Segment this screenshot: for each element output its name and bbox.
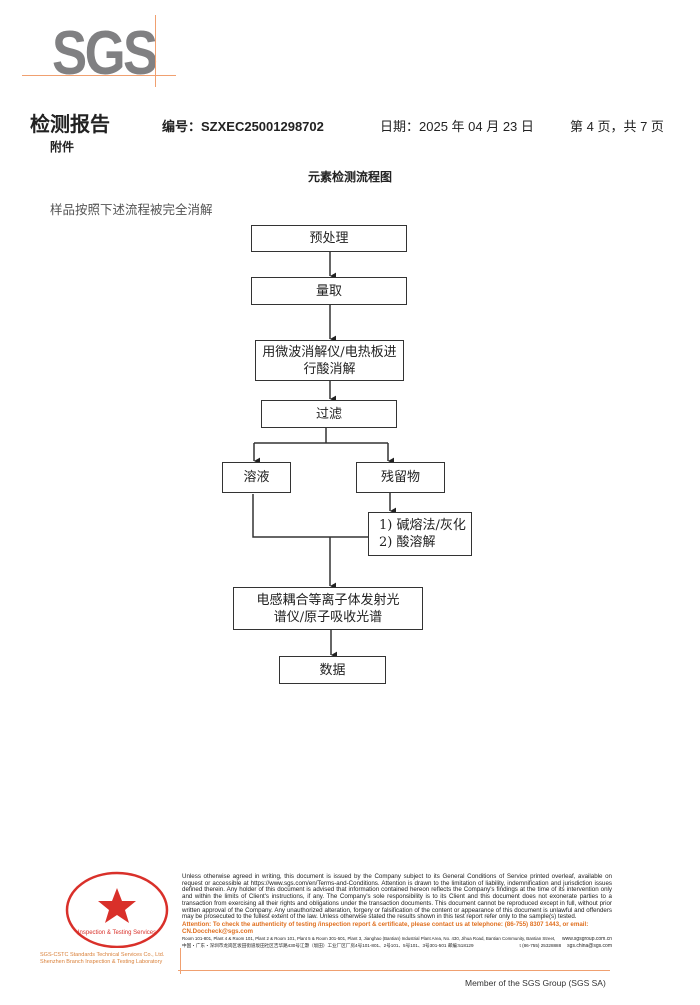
step-label: 过滤: [315, 406, 342, 422]
address-row-cn: 中国・广东・深圳市龙岗区坂田街道坂田社区吉华路430号江灏（坂田）工业厂区厂房4…: [182, 943, 612, 949]
step-filter: 过滤: [261, 400, 397, 428]
step-solution: 溶液: [222, 462, 291, 493]
step-label: 2) 酸溶解: [379, 535, 436, 550]
connector: [252, 494, 368, 538]
page-number: 第 4 页，共 7 页: [570, 119, 664, 134]
attention-notice: Attention: To check the authenticity of …: [182, 920, 589, 935]
company-name-en: SGS-CSTC Standards Technical Services Co…: [40, 952, 178, 966]
report-number: 编号：SZXEC25001298702: [162, 119, 324, 134]
step-icp-analysis: 电感耦合等离子体发射光谱仪/原子吸收光谱: [233, 587, 423, 630]
appendix-label: 附件: [50, 140, 75, 154]
step-label: 预处理: [309, 231, 349, 246]
footer-rule-vertical: [180, 948, 181, 974]
step-data: 数据: [279, 656, 386, 684]
step-digestion: 用微波消解仪/电热板进行酸消解: [255, 340, 404, 381]
report-date: 日期：2025 年 04 月 23 日: [380, 119, 534, 134]
section-title: 元素检测流程图: [307, 170, 392, 184]
sgs-logo: SGS: [52, 19, 158, 88]
phone: t (86-755) 25328888: [519, 943, 562, 949]
step-label: 量取: [315, 283, 342, 299]
step-label: 残留物: [380, 470, 420, 485]
address-row-en: Room 101-801, Plant 4 & Room 101, Plant …: [182, 936, 612, 942]
member-text: Member of the SGS Group (SGS SA): [465, 978, 606, 988]
step-label: 谱仪/原子吸收光谱: [273, 609, 383, 625]
step-label: 溶液: [243, 470, 270, 485]
company-stamp: Inspection & Testing Services: [65, 871, 169, 948]
footer-rule: [178, 970, 610, 971]
legal-disclaimer: Unless otherwise agreed in writing, this…: [182, 873, 612, 921]
address-cn: 中国・广东・深圳市龙岗区坂田街道坂田社区吉华路430号江灏（坂田）工业厂区厂房4…: [182, 943, 474, 949]
company-line: SGS-CSTC Standards Technical Services Co…: [40, 952, 165, 958]
logo-rule-vertical: [155, 15, 156, 87]
website: www.sgsgroup.com.cn: [561, 936, 612, 943]
logo-rule: [22, 75, 176, 76]
star-icon: [98, 888, 136, 923]
footer-text-column: Unless otherwise agreed in writing, this…: [182, 873, 612, 949]
report-title: 检测报告: [30, 112, 110, 136]
address-en: Room 101-801, Plant 4 & Room 101, Plant …: [182, 936, 556, 942]
step-measure: 量取: [251, 277, 407, 305]
step-residue: 残留物: [356, 462, 445, 493]
company-line: Shenzhen Branch Inspection & Testing Lab…: [40, 959, 163, 965]
intro-text: 样品按照下述流程被完全消解: [50, 202, 213, 217]
step-label: 行酸消解: [303, 361, 356, 377]
step-pretreatment: 预处理: [251, 225, 407, 252]
step-label: 电感耦合等离子体发射光: [256, 592, 400, 608]
step-label: 1) 碱熔法/灰化: [379, 518, 466, 533]
step-label: 用微波消解仪/电热板进: [262, 344, 397, 360]
step-label: 数据: [319, 662, 346, 678]
email: sgs.china@sgs.com: [567, 943, 612, 950]
svg-text:Inspection & Testing Services: Inspection & Testing Services: [78, 930, 156, 936]
step-fusion-methods: 1) 碱熔法/灰化 2) 酸溶解: [368, 512, 472, 556]
